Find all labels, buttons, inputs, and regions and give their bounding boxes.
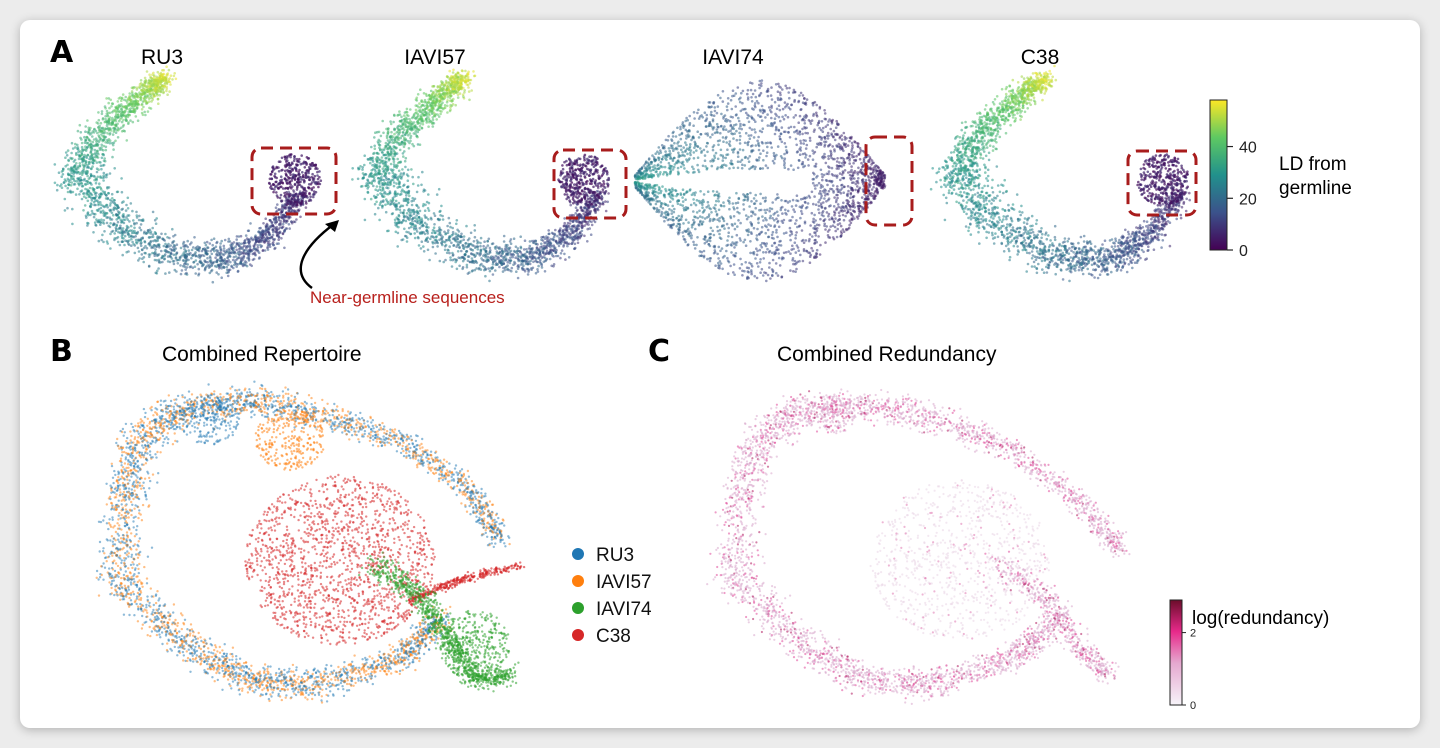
legend-marker-c38 [572,629,584,641]
legend-marker-ru3 [572,548,584,560]
umap-scatter-ru3 [54,65,323,283]
legend: RU3 IAVI57 IAVI74 C38 [572,545,652,647]
umap-scatter-iavi74 [634,79,887,282]
umap-scatter-c38 [930,65,1191,283]
panel-b-title: Combined Repertoire [162,343,362,366]
legend-marker-iavi57 [572,575,584,587]
colorbar-ld [1210,100,1227,250]
colorbar-ld-label-1: LD from [1279,154,1347,175]
annotation-arrow [301,224,334,288]
colorbar-redundancy [1170,600,1182,705]
panel-letter-c: C [648,334,670,369]
annotation-near-germline: Near-germline sequences [310,288,505,307]
colorbar-redundancy-ticks: 02 [1182,628,1196,712]
panel-a-title-ru3: RU3 [141,46,183,69]
colorbar-ld-tick-label: 40 [1239,140,1257,157]
panel-letter-b: B [50,334,73,369]
panel-a-title-iavi57: IAVI57 [404,46,465,69]
figure-card: A RU3 IAVI57 IAVI74 C38 Near-germline se… [20,20,1420,728]
colorbar-redundancy-tick-label: 2 [1190,628,1196,640]
colorbar-ld-label-2: germline [1279,178,1352,199]
legend-marker-iavi74 [572,602,584,614]
legend-label-ru3: RU3 [596,545,634,566]
colorbar-redundancy-tick-label: 0 [1190,700,1196,712]
umap-scatter-redundancy [706,388,1130,705]
colorbar-ld-tick-label: 20 [1239,191,1257,208]
legend-label-iavi74: IAVI74 [596,599,652,620]
legend-label-iavi57: IAVI57 [596,572,652,593]
colorbar-ld-ticks: 0 20 40 [1227,140,1257,260]
panel-letter-a: A [50,35,74,70]
colorbar-ld-tick-label: 0 [1239,243,1248,260]
umap-scatter-iavi57 [351,69,610,283]
panel-c-title: Combined Redundancy [777,343,997,366]
near-germline-box-iavi74 [866,137,912,225]
panel-a-title-iavi74: IAVI74 [702,46,764,69]
legend-label-c38: C38 [596,626,631,647]
colorbar-redundancy-label: log(redundancy) [1192,608,1329,629]
umap-scatter-combined [96,381,526,704]
figure-canvas: A RU3 IAVI57 IAVI74 C38 Near-germline se… [20,20,1420,728]
